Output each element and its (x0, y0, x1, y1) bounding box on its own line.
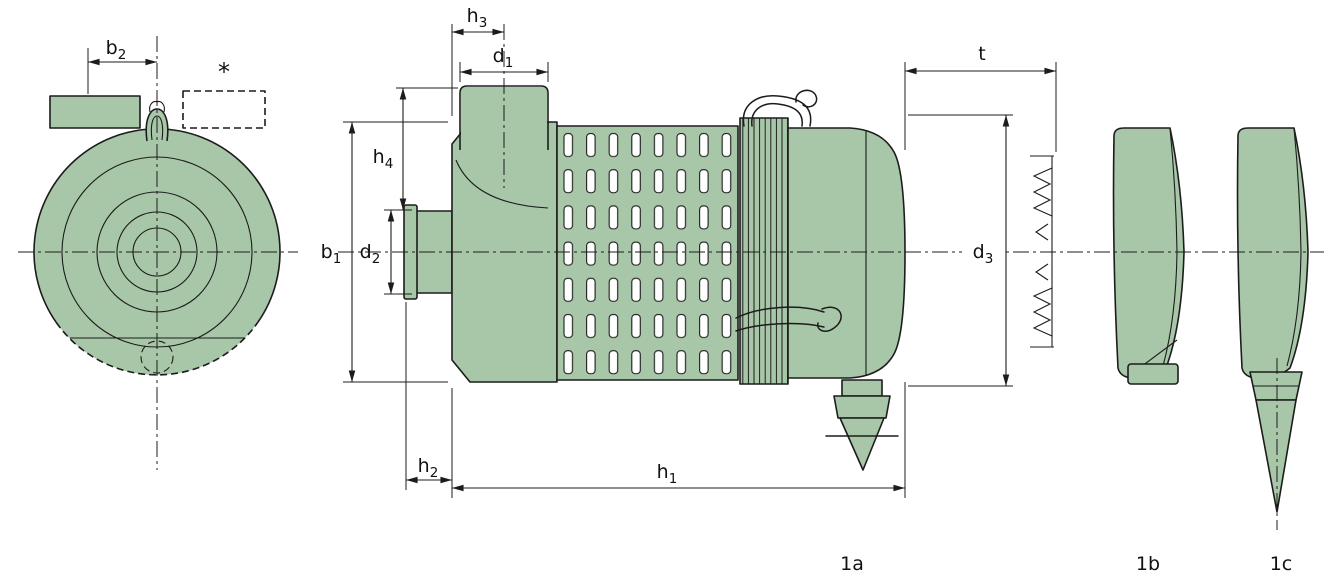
dim-label-backing (962, 238, 1004, 266)
filter-slots (557, 126, 738, 380)
housing-outline-bottom-dashed (55, 322, 259, 376)
dim-label-b2: b2 (106, 37, 127, 63)
dim-h1: h1 (452, 382, 906, 498)
dim-h4: h4 (373, 87, 458, 211)
dim-d3: d3 (908, 114, 1013, 387)
latch-clip-top (742, 89, 818, 127)
centerlines (338, 24, 1324, 253)
asterisk-annotation: * (218, 58, 230, 86)
dim-label-h3: h3 (467, 5, 488, 31)
drain-valve (825, 379, 899, 471)
clamp-band-ribs (740, 118, 788, 384)
dim-t: t (904, 43, 1057, 152)
dim-b1: b1 (321, 121, 448, 383)
dim-h3: h3 (451, 5, 504, 116)
cover-1c-body (1236, 127, 1309, 380)
part-label-1c: 1c (1270, 553, 1293, 575)
dim-label-d2: d2 (360, 241, 381, 267)
mounting-bracket (49, 95, 141, 129)
drain-neck (841, 379, 883, 397)
drain-collar (833, 395, 891, 419)
side-view (403, 85, 906, 471)
dim-label-h4: h4 (373, 146, 394, 172)
latch-clip-side (735, 306, 842, 332)
alternate-bracket-dashed (182, 90, 266, 129)
drain-duckbill (839, 417, 885, 471)
part-label-1b: 1b (1136, 553, 1160, 575)
part-1b (1112, 127, 1185, 385)
front-view: * (18, 36, 298, 470)
part-label-1a: 1a (840, 553, 864, 575)
dimensions: b2 h3 d1 h4 d2 b1 (87, 5, 1057, 498)
cover-1c-seam (1286, 127, 1302, 367)
cover-1c-cone (1255, 399, 1297, 513)
dim-label-h2: h2 (418, 455, 439, 481)
dim-label-d3: d3 (973, 241, 994, 267)
dim-label-b1: b1 (321, 241, 342, 267)
part-1c (1236, 127, 1309, 530)
dim-d1: d1 (459, 45, 549, 82)
dim-h2: h2 (405, 302, 453, 498)
right-housing (787, 127, 906, 379)
dim-b2: b2 (87, 37, 157, 94)
dim-label-h1: h1 (657, 461, 678, 487)
cap-seam (455, 159, 549, 209)
dim-label-d1: d1 (493, 45, 514, 71)
part-labels: 1a 1b 1c (840, 553, 1292, 575)
dim-d2: d2 (360, 210, 412, 295)
cover-1b-foot (1127, 363, 1179, 385)
dim-label-t: t (978, 43, 985, 65)
